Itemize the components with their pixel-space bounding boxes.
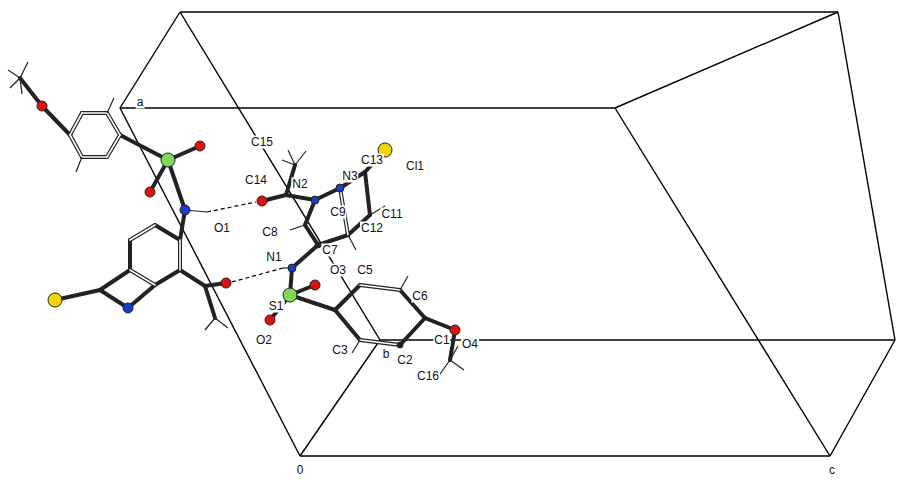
atom-label: C16 xyxy=(416,370,440,383)
atom-label: C3 xyxy=(331,344,348,357)
atom-label: C13 xyxy=(360,154,384,167)
atom-label: S1 xyxy=(268,300,285,313)
hydrogen-sticks xyxy=(8,62,464,374)
atom-label: c xyxy=(828,464,836,477)
atom-label: Cl1 xyxy=(405,160,425,173)
atom-label: C15 xyxy=(250,136,274,149)
atom-label: a xyxy=(136,96,145,109)
atom-label: O4 xyxy=(461,338,479,351)
unit-cell xyxy=(120,12,895,456)
atom-label: C11 xyxy=(380,208,403,221)
atom-label: O2 xyxy=(255,334,273,347)
atom-label: C2 xyxy=(396,354,413,367)
atom-label: N3 xyxy=(341,170,358,183)
atom-label: C5 xyxy=(356,264,373,277)
atom-label: C8 xyxy=(261,226,278,239)
hydrogen-bonds xyxy=(207,202,283,283)
atom-label: C6 xyxy=(411,290,428,303)
atom-label: C12 xyxy=(360,222,384,235)
atom-label: C14 xyxy=(244,174,268,187)
atoms xyxy=(37,101,460,348)
atom-label: O1 xyxy=(213,222,231,235)
bonds-fill xyxy=(70,113,400,345)
atom-label: O3 xyxy=(329,264,347,277)
atom-label: b xyxy=(382,348,391,361)
atom-label: C9 xyxy=(329,206,346,219)
bonds-outline xyxy=(20,78,455,360)
atom-label: C7 xyxy=(321,244,338,257)
atom-label: N1 xyxy=(265,251,282,264)
atom-label: N2 xyxy=(291,178,308,191)
atom-label: 0 xyxy=(296,464,305,477)
atom-label: C1 xyxy=(433,334,450,347)
